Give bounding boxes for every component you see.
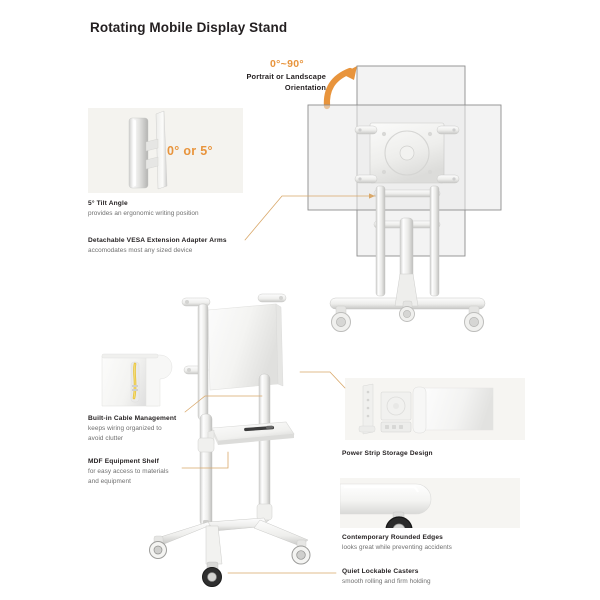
caption-rounded-edges-subtext: looks great while preventing accidents: [342, 544, 452, 552]
tilt-photo-panel: 0° or 5°: [88, 108, 243, 193]
cable-management-closeup-photo: [101, 353, 173, 407]
caption-lockable-casters: Quiet Lockable Casters smooth rolling an…: [342, 568, 542, 587]
rounded-edges-photo-panel: [340, 478, 520, 528]
caption-vesa-adapter: Detachable VESA Extension Adapter Arms a…: [88, 237, 318, 256]
caption-lockable-casters-heading: Quiet Lockable Casters: [342, 568, 419, 575]
tilt-bracket-closeup-photo: [88, 108, 243, 193]
page-title: Rotating Mobile Display Stand: [90, 20, 288, 35]
caster-wheel: [464, 305, 484, 332]
cable-management-photo-panel: [100, 352, 188, 412]
rounded-base-edge-closeup-photo: [340, 478, 520, 528]
caption-cable-management-sub2: avoid clutter: [88, 434, 124, 442]
caption-rounded-edges: Contemporary Rounded Edges looks great w…: [342, 534, 542, 553]
caption-equipment-shelf: MDF Equipment Shelf for easy access to m…: [88, 458, 238, 486]
caption-cable-management-sub1: keeps wiring organized to: [88, 425, 162, 433]
caption-tilt-angle-subtext: provides an ergonomic writing position: [88, 210, 199, 218]
caption-cable-management-subtext: keeps wiring organized to avoid clutter: [88, 424, 238, 443]
caster-wheel: [202, 561, 222, 587]
caption-vesa-adapter-heading: Detachable VESA Extension Adapter Arms: [88, 237, 227, 244]
caster-wheel: [331, 305, 351, 332]
caption-power-strip: Power Strip Storage Design: [342, 450, 542, 459]
curved-arrow-icon: [323, 66, 357, 110]
mobile-display-stand-angled-view: [149, 293, 311, 587]
caption-tilt-angle: 5° Tilt Angle provides an ergonomic writ…: [88, 200, 268, 219]
caption-equipment-shelf-subtext: for easy access to materials and equipme…: [88, 467, 238, 486]
power-strip-photo-panel: [345, 378, 525, 440]
caption-cable-management: Built-in Cable Management keeps wiring o…: [88, 415, 238, 443]
caption-power-strip-heading: Power Strip Storage Design: [342, 450, 433, 457]
caption-rounded-edges-heading: Contemporary Rounded Edges: [342, 534, 443, 541]
caption-lockable-casters-subtext: smooth rolling and firm holding: [342, 578, 431, 586]
caption-tilt-angle-heading: 5° Tilt Angle: [88, 200, 128, 207]
power-strip-storage-closeup-photo: [345, 378, 525, 440]
rotation-angle-label: 0°~90°: [270, 58, 304, 70]
main-stand-illustration: [300, 58, 590, 363]
mobile-display-stand-rear-view: [307, 65, 502, 332]
caster-wheel: [399, 300, 415, 322]
caption-equipment-shelf-heading: MDF Equipment Shelf: [88, 458, 159, 465]
caption-cable-management-heading: Built-in Cable Management: [88, 415, 177, 422]
caption-equipment-shelf-sub1: for easy access to materials: [88, 468, 169, 476]
orientation-label-line1: Portrait or Landscape: [246, 72, 326, 81]
rotation-arrow-wrap: [322, 62, 362, 110]
orientation-label-line2: Orientation: [284, 82, 326, 92]
orientation-label: Portrait or Landscape Orientation: [190, 72, 326, 93]
tilt-angle-label: 0° or 5°: [167, 144, 213, 158]
caption-equipment-shelf-sub2: and equipment: [88, 477, 131, 485]
lower-stand-illustration: [148, 282, 333, 587]
caster-wheel: [149, 535, 167, 559]
caption-vesa-adapter-subtext: accomodates most any sized device: [88, 247, 193, 255]
caster-wheel: [291, 539, 311, 565]
